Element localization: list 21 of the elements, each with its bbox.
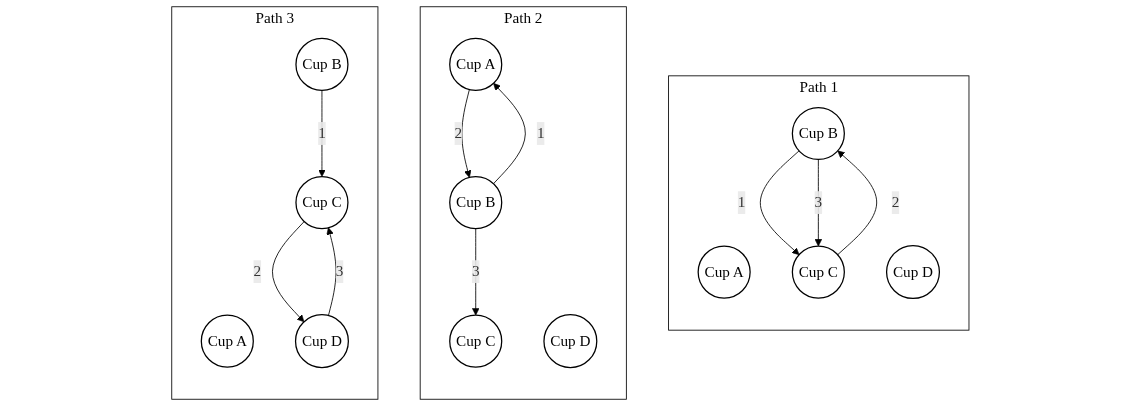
edge-label: 2 (253, 262, 262, 280)
edge-label: 3 (814, 193, 823, 211)
node-circle: Cup B (449, 175, 503, 230)
node-circle: Cup B (791, 106, 846, 161)
edge-label: 1 (737, 193, 746, 211)
node-circle: Cup C (791, 245, 846, 299)
node-circle: Cup C (295, 175, 349, 230)
node-circle: Cup D (543, 314, 598, 369)
edge-label: 2 (891, 193, 900, 211)
node-circle: Cup D (886, 245, 941, 300)
edge-label: 1 (537, 124, 545, 142)
node-circle: Cup A (200, 314, 255, 368)
node-circle: Cup D (295, 314, 350, 369)
node-circle: Cup A (697, 245, 751, 299)
edge-label: 1 (318, 124, 326, 142)
edge-label: 2 (454, 124, 463, 142)
node-circle: Cup B (295, 37, 349, 92)
edge-label: 3 (472, 262, 480, 280)
node-circle: Cup C (449, 314, 503, 368)
edge-label: 3 (335, 262, 344, 280)
node-circle: Cup A (449, 37, 503, 92)
